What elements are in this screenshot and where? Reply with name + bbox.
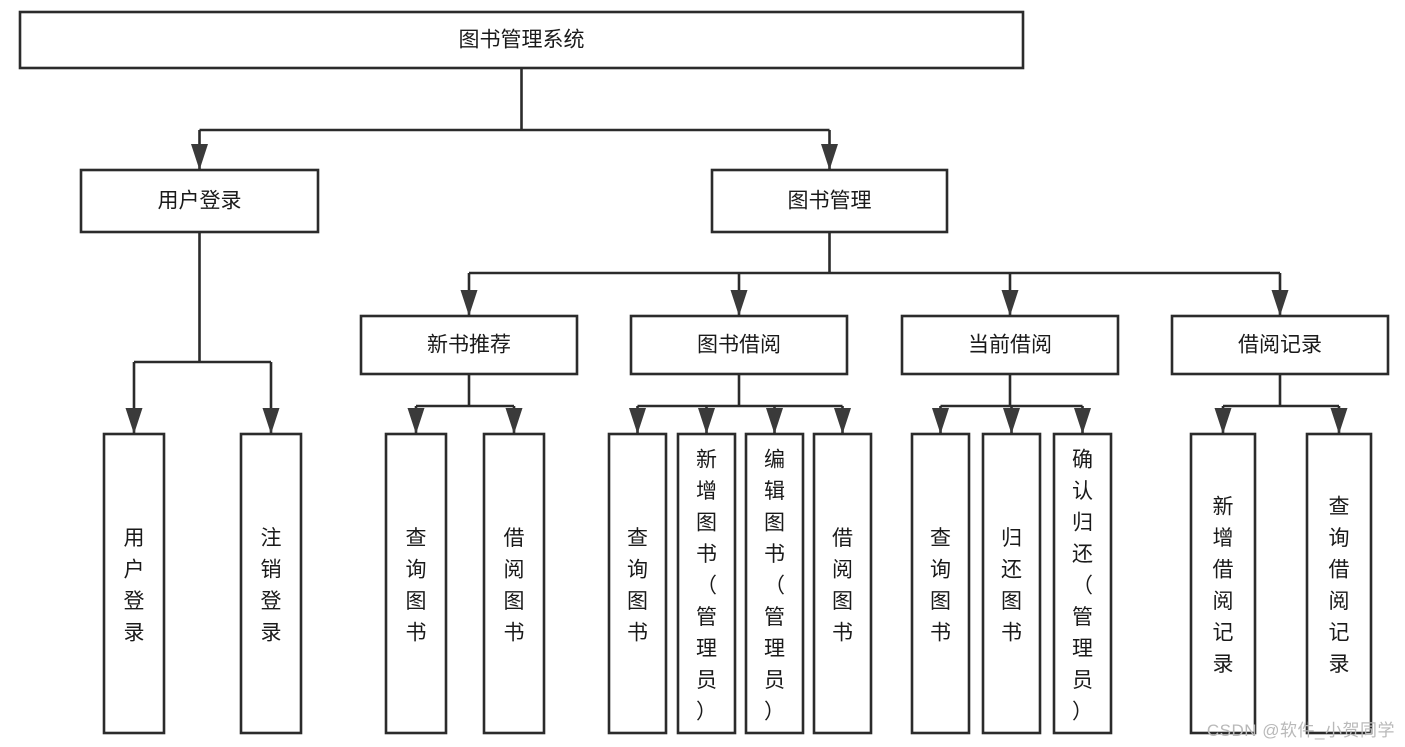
node-label-leaf-edit-book: 编辑图书（管理员） [764, 448, 785, 723]
node-label-current-borrow: 当前借阅 [968, 334, 1052, 357]
nodes-layer: 图书管理系统用户登录图书管理用户登录注销登录新书推荐图书借阅当前借阅借阅记录查询… [18, 10, 1390, 735]
arrow-head-icon-book-manage-3 [1271, 290, 1289, 316]
arrow-head-icon-book-borrow-0 [629, 408, 646, 434]
node-box-leaf-add-book [676, 432, 737, 735]
node-leaf-user-login[interactable]: 用户登录 [102, 432, 166, 735]
arrow-head-icon-current-borrow-2 [1074, 408, 1091, 434]
node-label-leaf-query-record: 查询借阅记录 [1329, 496, 1350, 677]
node-leaf-borrow-book-1[interactable]: 借阅图书 [482, 432, 546, 735]
node-label-user-login: 用户登录 [158, 190, 242, 213]
node-label-leaf-confirm-return: 确认归还（管理员） [1072, 448, 1093, 723]
node-leaf-query-book-1[interactable]: 查询图书 [384, 432, 448, 735]
node-leaf-return-book[interactable]: 归还图书 [981, 432, 1042, 735]
node-label-leaf-query-book-1: 查询图书 [406, 527, 427, 645]
node-box-leaf-return-book [981, 432, 1042, 735]
node-label-new-book-recommend: 新书推荐 [427, 334, 511, 357]
node-label-leaf-add-book: 新增图书（管理员） [696, 448, 717, 723]
node-box-current-borrow [900, 314, 1120, 376]
arrow-head-icon-current-borrow-0 [932, 408, 949, 434]
node-label-book-manage: 图书管理 [788, 190, 872, 213]
node-label-borrow-record: 借阅记录 [1238, 334, 1322, 357]
node-book-borrow[interactable]: 图书借阅 [629, 314, 849, 376]
node-box-leaf-query-book-3 [910, 432, 971, 735]
node-current-borrow[interactable]: 当前借阅 [900, 314, 1120, 376]
node-box-leaf-confirm-return [1052, 432, 1113, 735]
connectors-layer [125, 68, 1348, 434]
node-box-leaf-edit-book [744, 432, 805, 735]
node-label-leaf-user-login: 用户登录 [124, 527, 145, 645]
arrow-head-icon-book-borrow-1 [698, 408, 715, 434]
node-box-leaf-borrow-book-2 [812, 432, 873, 735]
arrow-head-icon-book-borrow-2 [766, 408, 783, 434]
arrow-head-icon-new-book-recommend-0 [407, 408, 425, 434]
arrow-head-icon-book-manage-0 [460, 290, 478, 316]
arrow-head-icon-new-book-recommend-1 [505, 408, 523, 434]
arrow-head-icon-current-borrow-1 [1003, 408, 1020, 434]
node-leaf-add-record[interactable]: 新增借阅记录 [1189, 432, 1257, 735]
node-box-new-book-recommend [359, 314, 579, 376]
node-box-root [18, 10, 1025, 70]
arrow-head-icon-book-manage-2 [1001, 290, 1019, 316]
node-leaf-query-record[interactable]: 查询借阅记录 [1305, 432, 1373, 735]
node-box-book-manage [710, 168, 949, 234]
node-box-leaf-query-record [1305, 432, 1373, 735]
arrow-head-icon-user-login-0 [125, 408, 143, 434]
node-leaf-user-logout[interactable]: 注销登录 [239, 432, 303, 735]
node-leaf-query-book-3[interactable]: 查询图书 [910, 432, 971, 735]
node-box-leaf-user-logout [239, 432, 303, 735]
node-box-leaf-query-book-1 [384, 432, 448, 735]
node-leaf-confirm-return[interactable]: 确认归还（管理员） [1052, 432, 1113, 735]
node-user-login[interactable]: 用户登录 [79, 168, 320, 234]
node-box-book-borrow [629, 314, 849, 376]
node-label-leaf-query-book-2: 查询图书 [627, 527, 648, 645]
arrow-head-icon-book-manage-1 [730, 290, 748, 316]
node-box-leaf-add-record [1189, 432, 1257, 735]
node-leaf-add-book[interactable]: 新增图书（管理员） [676, 432, 737, 735]
node-label-leaf-add-record: 新增借阅记录 [1213, 496, 1234, 677]
node-label-leaf-return-book: 归还图书 [1001, 527, 1022, 645]
node-label-leaf-query-book-3: 查询图书 [930, 527, 951, 645]
node-box-leaf-user-login [102, 432, 166, 735]
node-label-book-borrow: 图书借阅 [697, 334, 781, 357]
node-label-leaf-borrow-book-1: 借阅图书 [504, 527, 525, 645]
node-box-leaf-borrow-book-1 [482, 432, 546, 735]
node-borrow-record[interactable]: 借阅记录 [1170, 314, 1390, 376]
node-book-manage[interactable]: 图书管理 [710, 168, 949, 234]
node-leaf-borrow-book-2[interactable]: 借阅图书 [812, 432, 873, 735]
node-new-book-recommend[interactable]: 新书推荐 [359, 314, 579, 376]
arrow-head-icon-root-1 [821, 144, 838, 170]
arrow-head-icon-book-borrow-3 [834, 408, 851, 434]
node-leaf-edit-book[interactable]: 编辑图书（管理员） [744, 432, 805, 735]
node-box-user-login [79, 168, 320, 234]
node-box-borrow-record [1170, 314, 1390, 376]
node-leaf-query-book-2[interactable]: 查询图书 [607, 432, 668, 735]
node-label-leaf-user-logout: 注销登录 [261, 527, 282, 645]
arrow-head-icon-root-0 [191, 144, 208, 170]
node-root[interactable]: 图书管理系统 [18, 10, 1025, 70]
arrow-head-icon-borrow-record-0 [1214, 408, 1232, 434]
arrow-head-icon-borrow-record-1 [1330, 408, 1348, 434]
node-label-leaf-borrow-book-2: 借阅图书 [832, 527, 853, 645]
arrow-head-icon-user-login-1 [262, 408, 280, 434]
node-box-leaf-query-book-2 [607, 432, 668, 735]
node-label-root: 图书管理系统 [459, 29, 585, 52]
